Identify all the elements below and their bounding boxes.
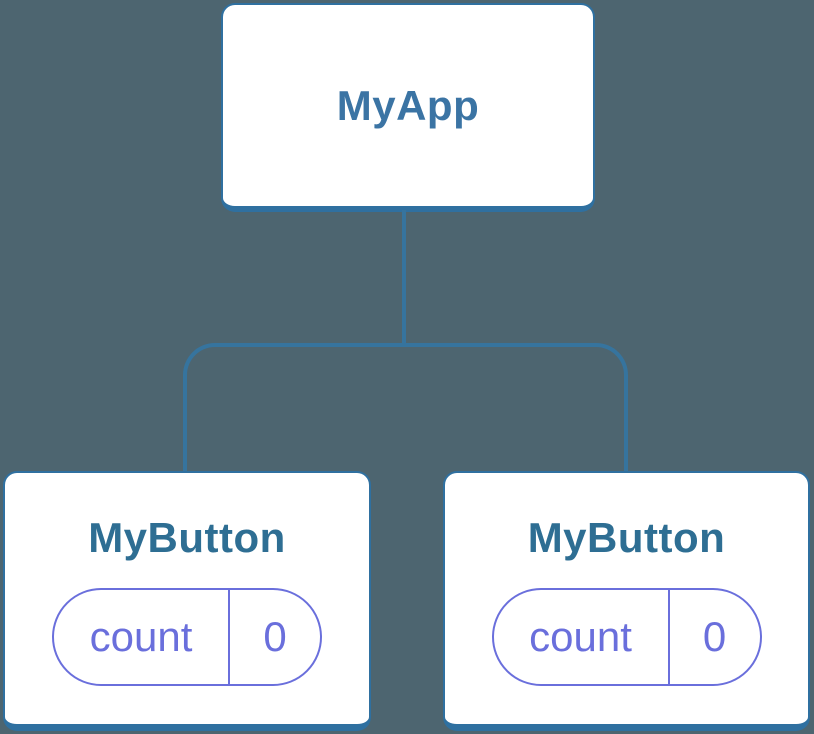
child-node-label: MyButton [527,514,726,561]
connector-branch-line [183,343,628,471]
state-pill: count 0 [52,588,322,686]
state-name-cell: count [54,590,230,684]
connector-stem-line [402,210,406,347]
state-pill: count 0 [491,588,762,686]
component-node-child-left: MyButton count 0 [3,471,371,731]
state-value-cell: 0 [702,613,727,660]
component-node-child-right: MyButton count 0 [443,471,810,731]
child-node-label: MyButton [88,514,286,561]
state-name-cell: count [494,590,670,684]
component-node-root: MyApp [221,3,595,212]
root-node-label: MyApp [336,81,480,129]
state-value-cell: 0 [263,613,287,660]
